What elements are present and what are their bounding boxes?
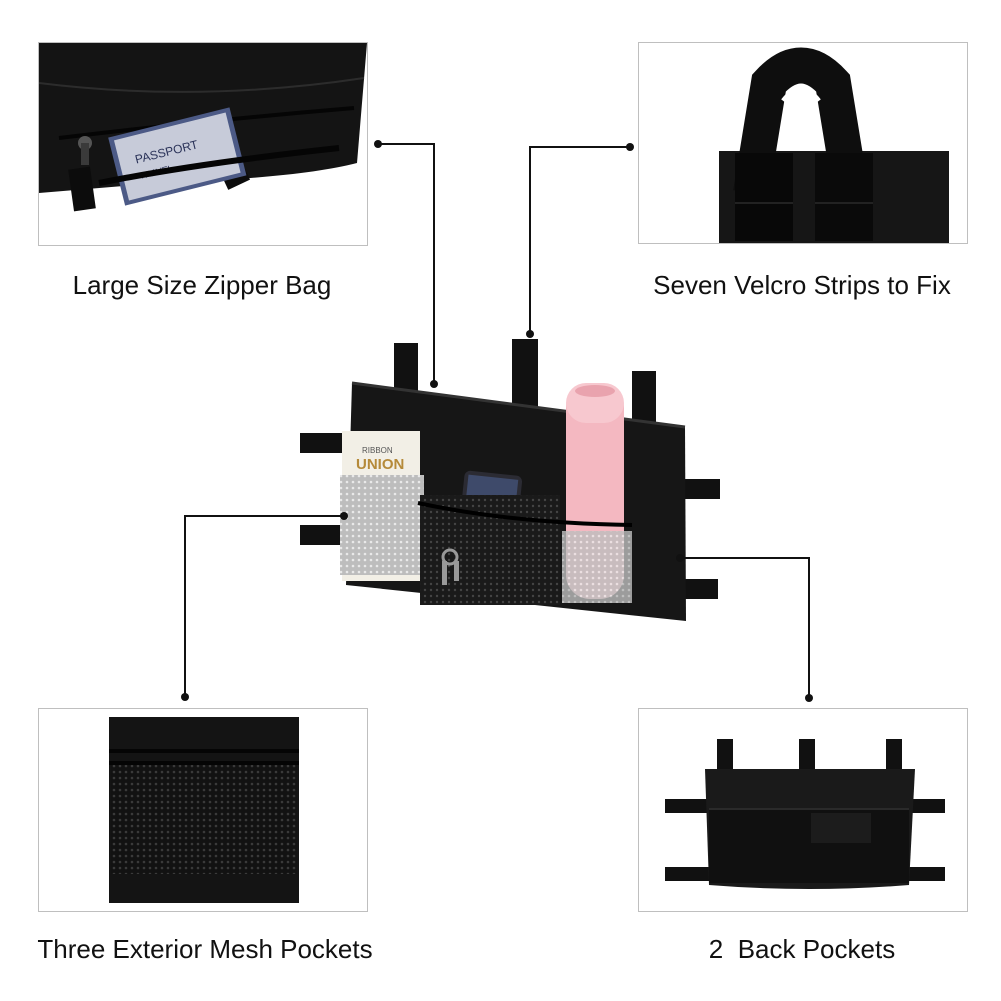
mesh-connector-h	[185, 515, 343, 517]
walker-organizer-bag-photo-icon: RIBBON UNION	[300, 339, 720, 621]
back-connector-h	[680, 557, 810, 559]
zipper-connector-h	[378, 143, 435, 145]
zipper-bag-panel: PASSPORT TRAVEL	[38, 42, 368, 246]
mesh-connector-dot	[340, 512, 348, 520]
zipper-connector-v	[433, 143, 435, 383]
back-connector-end-dot	[805, 694, 813, 702]
zipper-bag-caption: Large Size Zipper Bag	[72, 270, 332, 300]
back-pockets-photo-icon	[639, 709, 967, 911]
back-pockets-panel	[638, 708, 968, 912]
mesh-connector-v	[184, 515, 186, 695]
book-label: UNION	[356, 456, 404, 473]
zipper-connector-end-dot	[430, 380, 438, 388]
velcro-strap-photo-icon	[639, 43, 967, 243]
mesh-pocket-photo-icon	[39, 709, 367, 911]
velcro-connector-end-dot	[526, 330, 534, 338]
back-connector-v	[808, 557, 810, 697]
back-pockets-caption: 2 Back Pockets	[708, 934, 896, 964]
velcro-connector-dot	[626, 143, 634, 151]
velcro-strap-panel	[638, 42, 968, 244]
velcro-connector-h	[530, 146, 630, 148]
mesh-pockets-panel	[38, 708, 368, 912]
product-image: RIBBON UNION	[290, 335, 730, 635]
velcro-strips-caption: Seven Velcro Strips to Fix	[653, 270, 951, 300]
mesh-connector-end-dot	[181, 693, 189, 701]
mesh-pockets-caption: Three Exterior Mesh Pockets	[37, 934, 373, 964]
velcro-connector-v	[529, 146, 531, 332]
book-sublabel: RIBBON	[362, 446, 393, 455]
zipper-bag-photo-icon: PASSPORT TRAVEL	[39, 43, 367, 245]
